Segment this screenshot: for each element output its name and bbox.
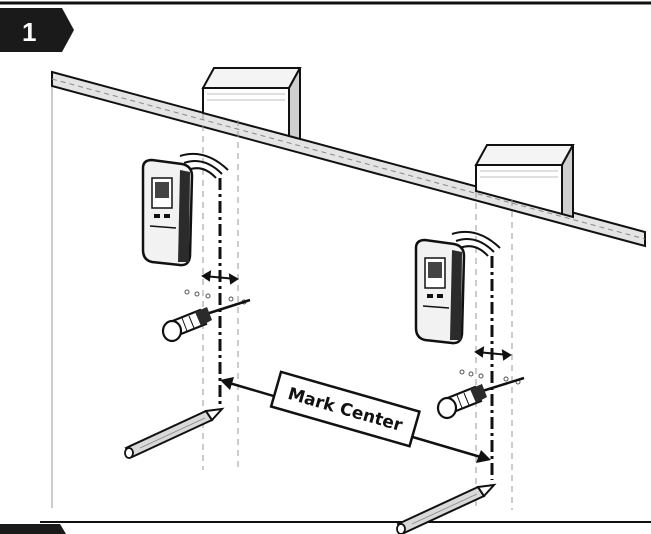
- step-badge-icon: 1: [0, 8, 74, 52]
- mark-center-callout: Mark Center: [269, 370, 421, 448]
- pencil-icon: [124, 407, 225, 459]
- stud-finder-icon: [414, 230, 501, 345]
- drill-marks-left: [184, 289, 247, 305]
- step-number: 1: [22, 17, 36, 47]
- stud-finder-icon: [141, 152, 229, 267]
- edge-arrows-right: [474, 346, 512, 361]
- screwdriver-icon: [436, 376, 525, 420]
- ceiling-beam: [51, 70, 646, 248]
- next-step-badge-icon: [0, 524, 66, 534]
- ceiling-joist-right: [474, 144, 575, 219]
- edge-arrows-left: [201, 270, 239, 285]
- hidden-stud-left: [202, 114, 239, 470]
- ceiling-joist-left: [201, 67, 302, 141]
- pencil-icon: [396, 483, 497, 534]
- screwdriver-icon: [161, 298, 251, 343]
